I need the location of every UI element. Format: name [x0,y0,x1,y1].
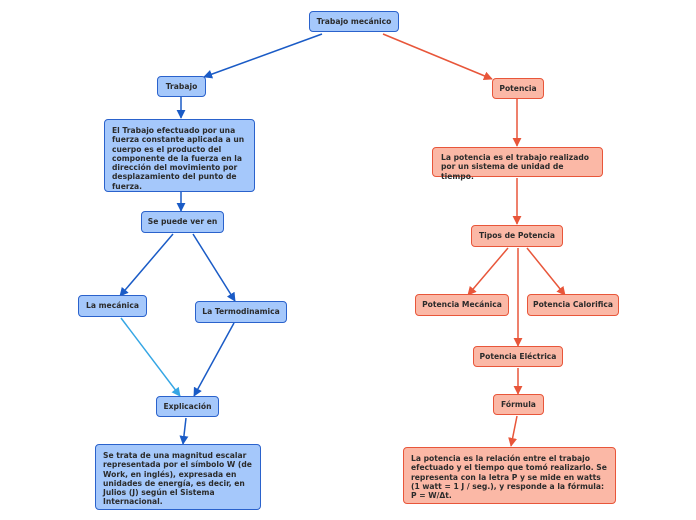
edge-tipos-mecanica [467,247,509,296]
node-potencia-calorifica[interactable]: Potencia Calorifica [527,294,619,316]
edge-termo-explicacion [193,322,235,397]
edge-tipos-calorifica [526,247,566,296]
node-formula[interactable]: Fórmula [493,394,544,415]
node-trabajo-definition[interactable]: El Trabajo efectuado por una fuerza cons… [104,119,255,192]
edge-root-trabajo [203,33,323,79]
edge-explicacion-def [179,417,189,445]
edge-formula-def [508,415,518,447]
node-root[interactable]: Trabajo mecánico [309,11,399,32]
node-tipos-de-potencia[interactable]: Tipos de Potencia [471,225,563,247]
edge-root-potencia [382,33,493,81]
node-la-mecanica[interactable]: La mecánica [78,295,147,317]
node-se-puede-ver-en[interactable]: Se puede ver en [141,211,224,233]
node-explicacion-definition[interactable]: Se trata de una magnitud escalar represe… [95,444,261,510]
edge-mecanica-explicacion [120,317,181,397]
node-potencia-mecanica[interactable]: Potencia Mecánica [415,294,509,316]
node-formula-definition[interactable]: La potencia es la relación entre el trab… [403,447,616,504]
node-trabajo[interactable]: Trabajo [157,76,206,97]
node-potencia-electrica[interactable]: Potencia Eléctrica [473,346,563,367]
edge-sepuede-mecanica [119,233,174,297]
edge-sepuede-termo [192,233,236,302]
node-potencia-definition[interactable]: La potencia es el trabajo realizado por … [432,147,603,181]
node-potencia[interactable]: Potencia [492,78,544,99]
node-explicacion[interactable]: Explicación [156,396,219,417]
node-la-termodinamica[interactable]: La Termodinamica [195,301,287,323]
